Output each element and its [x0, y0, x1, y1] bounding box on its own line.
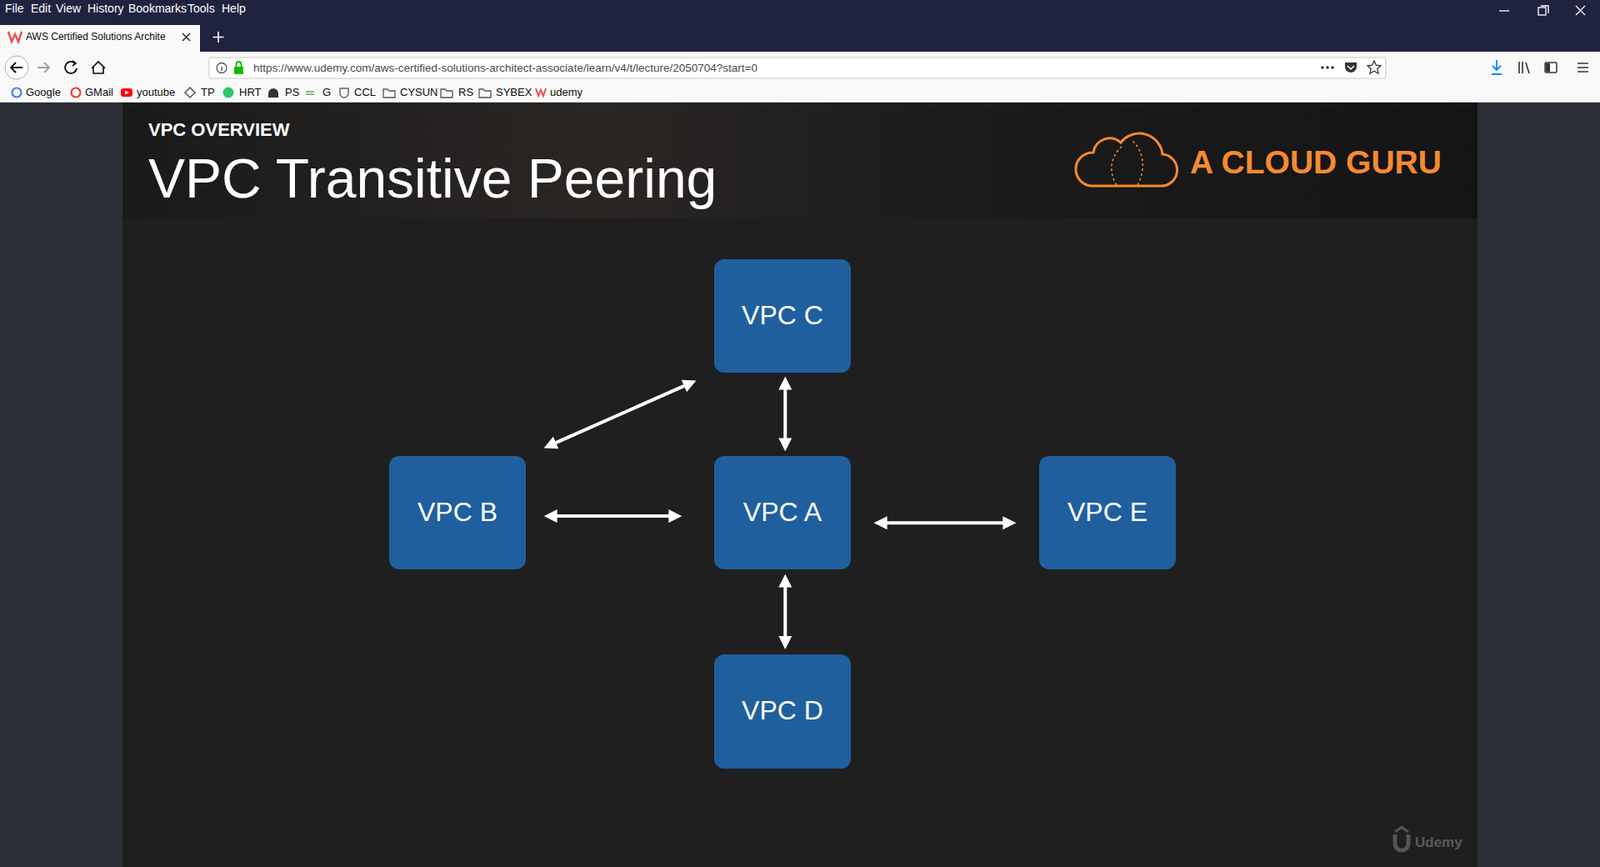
slide-header [122, 102, 1478, 219]
site-icon [268, 88, 279, 98]
cloud-logo [1111, 140, 1143, 185]
toolbar-ground [0, 51, 1600, 103]
section-heading: VPC OVERVIEW [148, 120, 290, 140]
page-actions [1320, 65, 1325, 70]
slide-ground [122, 102, 1478, 867]
new-tab [213, 31, 225, 43]
slide [122, 102, 1478, 867]
vpc-name: VPC A [743, 497, 822, 527]
bookmark-name: GMail [85, 86, 114, 98]
forward-arrow [37, 62, 50, 73]
bookmark-icons [12, 87, 547, 99]
pocket-icon [1347, 65, 1355, 70]
tab-icon [8, 31, 22, 42]
vpc-box: VPC D [714, 654, 851, 769]
menu-item: Bookmarks [128, 2, 187, 15]
site-icon [223, 87, 235, 99]
peering-arrow [549, 514, 677, 518]
bookmark-star [1367, 60, 1381, 74]
tab-close [182, 33, 190, 41]
udemy-watermark-logo [1395, 834, 1409, 850]
close-button [1575, 5, 1585, 15]
active-tab [0, 25, 200, 52]
pocket-icon [1345, 62, 1357, 73]
url-text: https://www.udemy.com/aws-certified-solu… [253, 62, 758, 75]
menu-item: Edit [30, 2, 51, 15]
lock-icon [236, 61, 242, 67]
site-icon [340, 88, 349, 98]
menu-icon [1577, 63, 1589, 72]
udemy-watermark-logo [1395, 826, 1409, 832]
vpc-name: VPC C [741, 300, 824, 330]
peering-arrow [783, 381, 787, 446]
title-bar [0, 0, 1600, 52]
bookmark-name: CYSUN [400, 86, 439, 98]
youtube-icon [125, 90, 130, 95]
vpc-box: VPC A [714, 455, 851, 570]
restore-button [1540, 5, 1549, 14]
folder-icon [479, 89, 491, 98]
sidebar-icon [1545, 62, 1557, 73]
youtube-icon [120, 88, 133, 97]
peering-arrow [879, 520, 1011, 525]
menu-item: History [87, 2, 125, 15]
vpc-box: VPC C [714, 259, 851, 373]
reload-icon [72, 60, 76, 66]
restore-button [1538, 7, 1546, 15]
watermark: Udemy [1415, 835, 1463, 850]
info-icon [216, 63, 227, 74]
bookmark-name: HRT [239, 86, 261, 98]
toolbar-border [0, 101, 1600, 103]
bookmark-name: RS [458, 86, 474, 98]
menu-item: View [55, 2, 81, 15]
vpc-name: VPC B [417, 497, 498, 527]
site-icon [185, 87, 195, 98]
bookmark-name: udemy [550, 86, 583, 98]
downloads-icon [1491, 60, 1502, 75]
bookmark-name: youtube [136, 86, 175, 98]
page-actions [1325, 65, 1330, 70]
vpc-box: VPC B [389, 455, 526, 570]
nav-bar [0, 51, 1600, 103]
vpc-name: VPC E [1067, 497, 1148, 527]
bookmark-name: PS [285, 86, 300, 98]
bookmark-name: TP [200, 86, 215, 98]
reload-icon [65, 61, 77, 74]
back-arrow [10, 62, 23, 73]
site-icon [305, 91, 315, 95]
url-bar [209, 57, 1386, 79]
slide-title: VPC Transitive Peering [148, 150, 717, 206]
menu-item: Tools [187, 2, 215, 15]
vpc-name: VPC D [741, 695, 824, 725]
library-icon [1519, 61, 1530, 74]
folder-icon [383, 89, 395, 98]
google-icon [71, 88, 81, 98]
tab-title: AWS Certified Solutions Archite [25, 31, 166, 42]
peering-arrow [548, 382, 691, 446]
brand-name: A CLOUD GURU [1190, 145, 1442, 179]
minimize-button [1499, 10, 1510, 11]
bookmark-name: SYBEX [495, 86, 532, 98]
cloud-logo [1075, 133, 1178, 186]
vpc-box: VPC E [1039, 455, 1176, 570]
menu-item: Help [221, 2, 246, 15]
title-bar-ground [0, 0, 1600, 52]
bookmark-name: Google [25, 86, 61, 98]
bookmark-name: G [322, 86, 331, 98]
page-actions [1330, 65, 1335, 70]
udemy-icon [535, 88, 546, 96]
google-icon [12, 88, 22, 98]
home-icon [91, 61, 105, 74]
lock-icon [234, 66, 244, 75]
sidebar-icon [1545, 63, 1550, 72]
peering-arrow [783, 579, 787, 645]
back-button [5, 55, 29, 80]
info-icon [220, 66, 223, 71]
menu-item: File [5, 2, 25, 15]
bookmark-name: CCL [354, 86, 376, 98]
folder-icon [440, 89, 453, 98]
